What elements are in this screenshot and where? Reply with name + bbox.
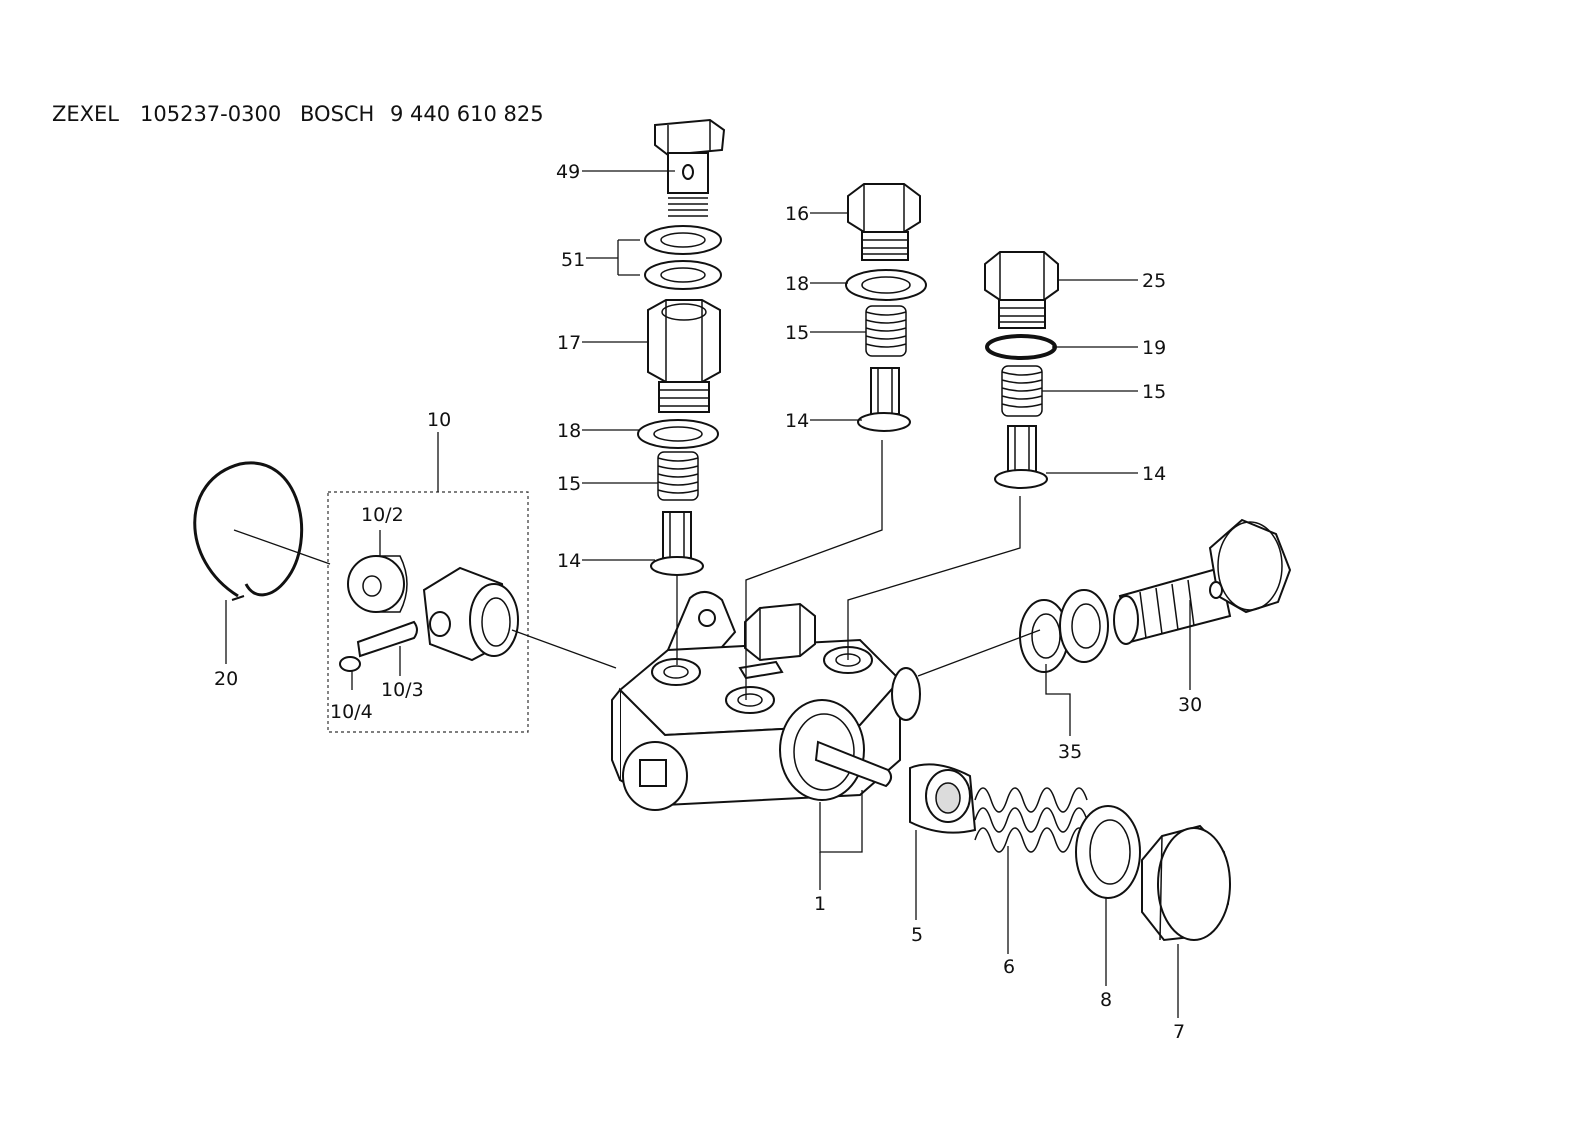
callout-25: 25 (1142, 270, 1166, 292)
spring-15-middle (865, 305, 907, 357)
pin-10-3 (356, 620, 418, 658)
gasket-pair-35 (1019, 589, 1109, 673)
callout-labels: 49 51 17 18 15 14 16 18 15 14 25 19 15 1… (214, 161, 1202, 1043)
pump-body-1 (611, 591, 921, 811)
callout-18-left: 18 (557, 420, 581, 442)
o-ring-19 (985, 334, 1057, 360)
callout-14-right: 14 (1142, 463, 1166, 485)
hex-adapter-17 (647, 299, 721, 413)
spring-15-left (657, 451, 699, 501)
sleeve-5 (909, 763, 977, 834)
callout-5: 5 (911, 924, 923, 946)
callout-7: 7 (1173, 1021, 1185, 1043)
callout-51: 51 (561, 249, 585, 271)
zexel-part-number: 105237-0300 (140, 102, 281, 126)
washer-8 (1075, 805, 1141, 899)
cap-nut-7 (1141, 824, 1231, 942)
valve-14-right (994, 425, 1048, 489)
callout-49: 49 (556, 161, 580, 183)
tappet-10 (422, 566, 519, 662)
callout-15-right: 15 (1142, 381, 1166, 403)
valve-14-middle (857, 367, 911, 432)
callout-16: 16 (785, 203, 809, 225)
gasket-18-middle (845, 269, 927, 301)
callout-19: 19 (1142, 337, 1166, 359)
callout-20: 20 (214, 668, 238, 690)
callout-10-2: 10/2 (361, 504, 404, 526)
spring-6 (974, 787, 1088, 853)
gasket-pair-51 (644, 225, 722, 290)
callout-10-3: 10/3 (381, 679, 424, 701)
callout-17: 17 (557, 332, 581, 354)
roller-10-2 (347, 555, 408, 613)
callout-15-middle: 15 (785, 322, 809, 344)
valve-14-left (650, 511, 704, 576)
maker-name-zexel: ZEXEL (52, 102, 119, 126)
banjo-bolt-49 (654, 118, 726, 217)
callout-14-middle: 14 (785, 410, 809, 432)
callout-35: 35 (1058, 741, 1082, 763)
callout-6: 6 (1003, 956, 1015, 978)
diagram-header: ZEXEL 105237-0300 BOSCH 9 440 610 825 (52, 102, 544, 126)
plug-bolt-16 (847, 183, 921, 261)
callout-8: 8 (1100, 989, 1112, 1011)
callout-18-middle: 18 (785, 273, 809, 295)
plug-bolt-25 (984, 251, 1059, 329)
gasket-18-left (637, 419, 719, 449)
spring-15-right (1001, 365, 1043, 417)
callout-10: 10 (427, 409, 451, 431)
callout-15-left: 15 (557, 473, 581, 495)
clip-10-4 (339, 656, 361, 672)
callout-30: 30 (1178, 694, 1202, 716)
banjo-bolt-30 (1113, 518, 1292, 645)
callout-1: 1 (814, 893, 826, 915)
leader-lines (225, 170, 1191, 1018)
callout-14-left: 14 (557, 550, 581, 572)
bosch-part-number: 9 440 610 825 (390, 102, 544, 126)
retaining-ring-20 (193, 461, 304, 601)
maker-name-bosch: BOSCH (300, 102, 374, 126)
callout-10-4: 10/4 (330, 701, 373, 723)
assembly-box-10 (327, 491, 529, 733)
